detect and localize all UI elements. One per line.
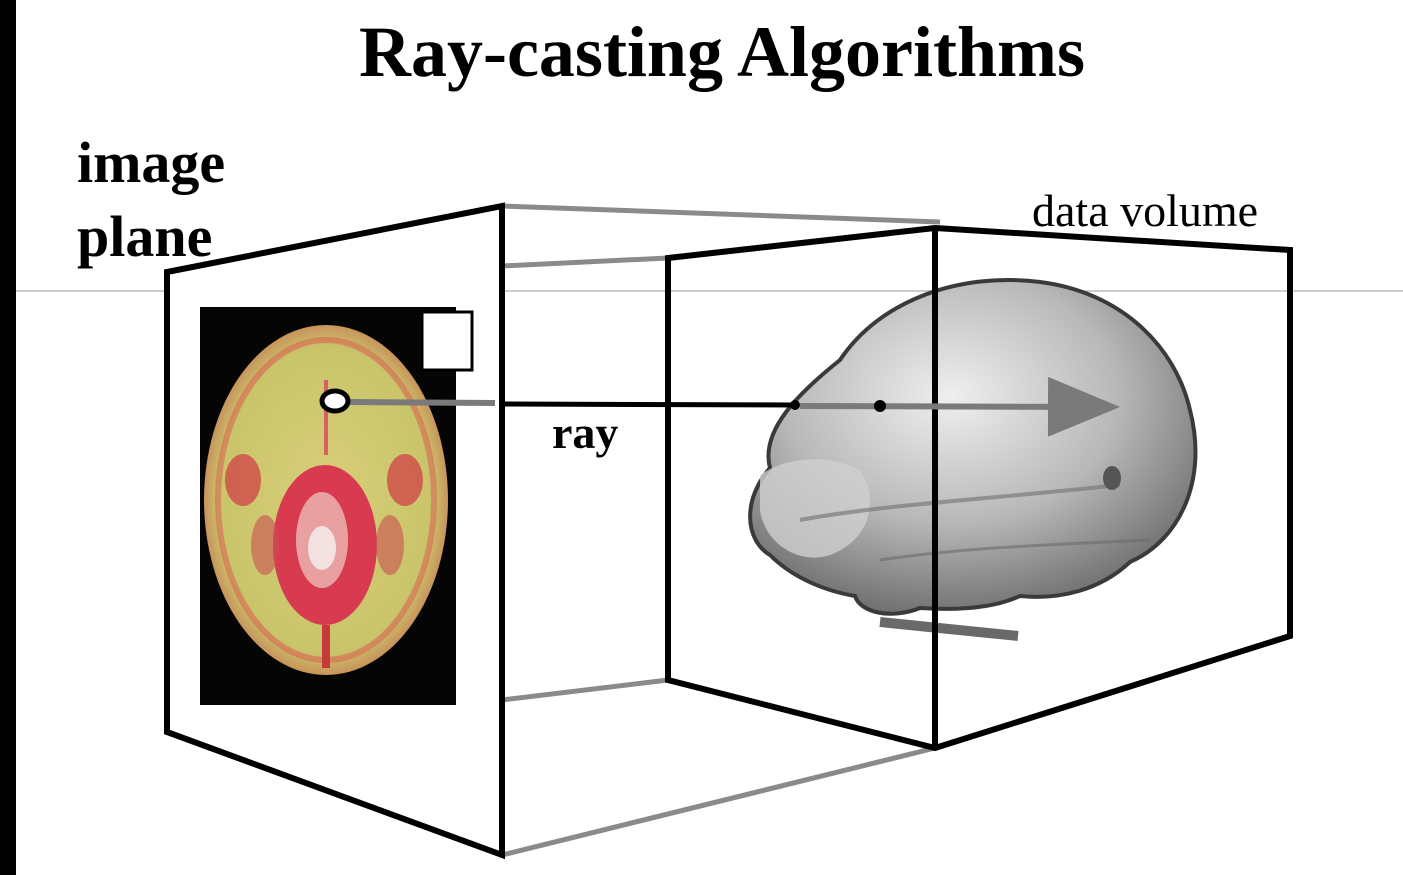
slide-title: Ray-casting Algorithms: [359, 12, 1085, 92]
ct-slice-image: [200, 307, 474, 705]
pixel-circle-icon: [319, 388, 351, 414]
left-black-border: [0, 0, 16, 875]
ray-label: ray: [552, 407, 618, 458]
image-plane-label-line2: plane: [77, 204, 212, 269]
frustum-connector-lines: [501, 203, 941, 858]
data-volume-label: data volume: [1032, 185, 1258, 236]
image-plane-label-line1: image: [77, 130, 225, 195]
ray: [349, 376, 1120, 437]
data-volume-front-edges: [665, 228, 938, 748]
brain-volume-render: [748, 278, 1198, 641]
